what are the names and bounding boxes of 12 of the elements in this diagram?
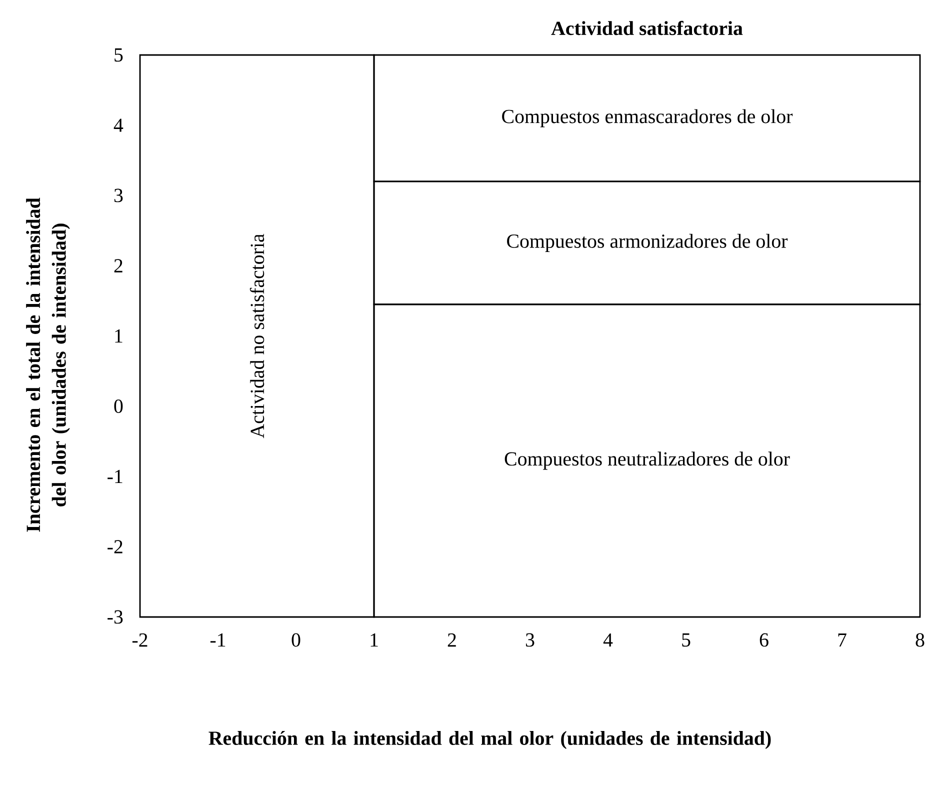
tick-label: 5: [114, 48, 123, 62]
region-box: Compuestos enmascaradores de olor: [373, 54, 921, 182]
tick-label: -3: [108, 610, 123, 624]
heading: Actividad satisfactoria: [551, 20, 743, 36]
region-box: Compuestos armonizadores de olor: [373, 180, 921, 306]
axis-title: Incremento en el total de la intensidad del olor (unidades de intensidad): [26, 198, 70, 532]
tick-label: 8: [916, 633, 924, 647]
tick-label: 1: [370, 633, 378, 647]
tick-label: -2: [132, 633, 148, 647]
region-box: Actividad no satisfactoria: [139, 54, 375, 618]
region-box: Compuestos neutralizadores de olor: [373, 304, 921, 618]
axis-title: Reducción en la intensidad del mal olor (unidades de intensidad): [208, 730, 771, 750]
